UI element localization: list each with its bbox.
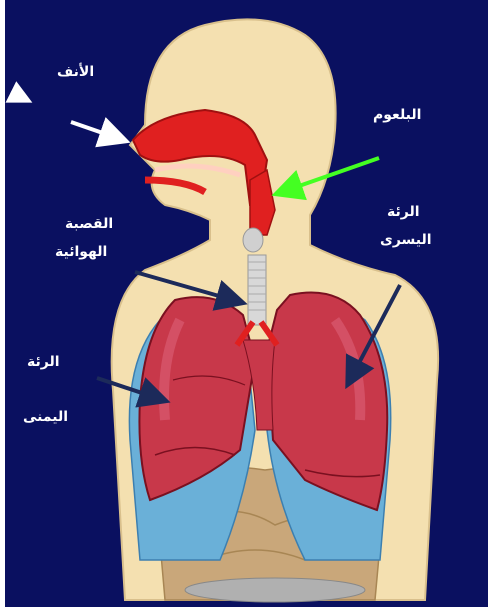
- left-lung-label-line2: اليسرى: [380, 233, 432, 247]
- trachea: [248, 255, 266, 325]
- diagram-canvas: الأنف البلعوم القصبة الهوائية الرئة اليس…: [5, 0, 488, 607]
- arrow-right-icon: [11, 92, 27, 100]
- left-lung-label-line1: الرئة: [387, 205, 420, 219]
- nose-pointer: [71, 122, 123, 140]
- trachea-label-line2: الهوائية: [55, 245, 107, 259]
- right-lung-label-line1: الرئة: [27, 355, 60, 369]
- right-lung-label-line2: اليمنى: [23, 410, 68, 424]
- pharynx-label: البلعوم: [373, 108, 421, 122]
- respiratory-system-figure: [5, 0, 488, 607]
- trachea-label-line1: القصبة: [65, 217, 113, 231]
- nose-label: الأنف: [57, 65, 94, 79]
